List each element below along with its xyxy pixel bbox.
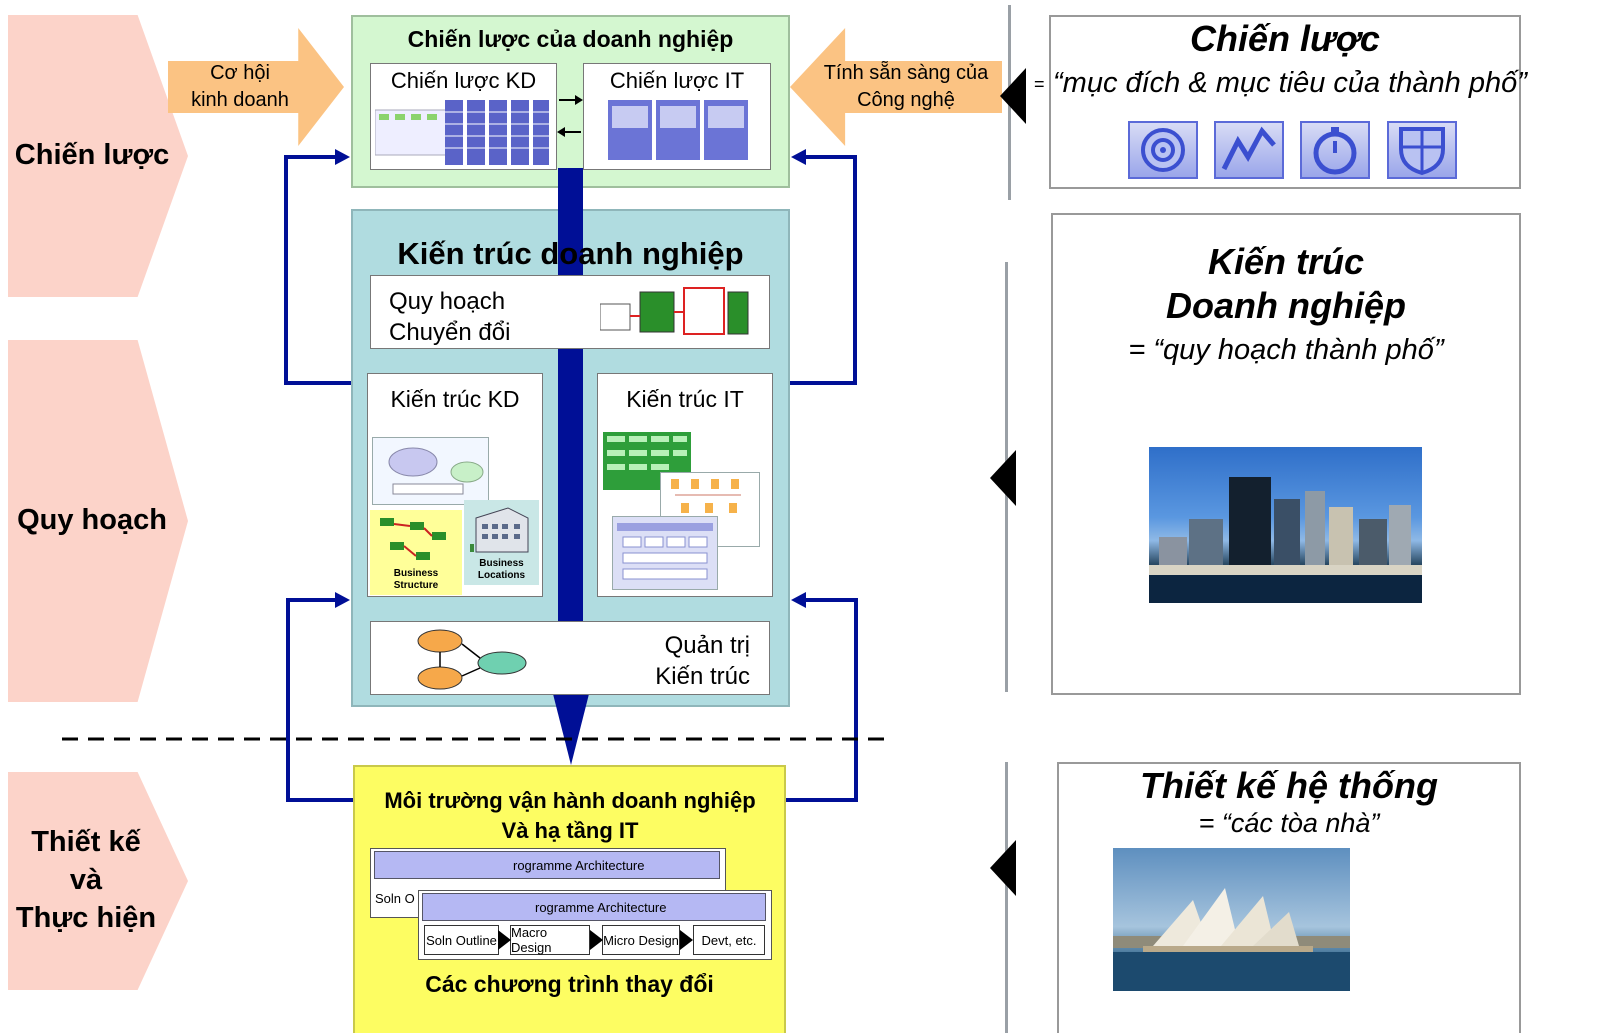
strategy-analogy-title: Chiến lược [1190,18,1380,59]
step-macro-design: Macro Design [510,925,590,955]
phase-design-label: Thiết kế và Thực hiện [16,824,156,937]
opera-house-image [1113,848,1350,991]
operating-environment-title: Môi trường vận hành doanh nghiệp Và hạ t… [340,786,800,846]
application-grid-icon [607,436,687,470]
programme-architecture-label-back: rogramme Architecture [513,858,645,873]
business-structure-caption: Business Structure [370,568,462,592]
business-strategy-label: Chiến lược KD [390,68,537,93]
business-opportunity-line2: kinh doanh [191,89,289,111]
ea-analogy-desc: = “quy hoạch thành phố” [1128,334,1444,366]
city-skyline-image [1149,447,1422,603]
business-locations-diagram [464,500,539,585]
operating-environment-line1: Môi trường vận hành doanh nghiệp [384,788,756,813]
enterprise-architecture-title: Kiến trúc doanh nghiệp [397,236,744,271]
step-chevrons [498,930,693,950]
step-devt: Devt, etc. [693,925,765,955]
technology-layers-icon [617,523,713,580]
infrastructure-icon [671,479,741,513]
central-flow-spine [558,168,583,698]
soln-outline-partial: Soln O [375,891,415,906]
ea-analogy-title: Kiến trúc Doanh nghiệp [1051,240,1521,328]
business-architecture-label: Kiến trúc KD [390,386,520,412]
separator-line-design [1005,762,1008,1033]
phase-planning-label: Quy hoạch [17,504,167,537]
central-flow-arrowhead [552,690,590,765]
transformation-roadmap-icon [600,287,749,335]
business-opportunity-label: Cơ hội kinh doanh [170,60,310,114]
change-programs-label: Các chương trình thay đổi [425,971,714,997]
ea-analogy-title-line2: Doanh nghiệp [1166,285,1406,326]
trend-icon [1214,121,1284,179]
business-structure-line2: Structure [393,580,439,591]
transformation-line1: Quy hoạch [389,288,506,315]
business-structure-diagram [370,510,462,595]
strategy-analogy-desc: “mục đích & mục tiêu của thành phố” [1053,67,1527,99]
ea-analogy-title-line1: Kiến trúc [1207,241,1365,282]
business-locations-line1: Business [479,558,524,569]
it-strategy-thumbnail [608,100,748,160]
building-icon [470,507,529,553]
business-strategy-thumbnail [374,100,550,165]
architecture-governance-label: Quản trị Kiến trúc [640,630,750,692]
strategy-pointer-icon [1000,68,1026,124]
governance-meeting-icon [417,629,527,690]
step-micro-design: Micro Design [602,925,680,955]
phase-design-line2: và [69,864,103,897]
org-structure-icon [380,518,446,560]
enterprise-strategy-title: Chiến lược của doanh nghiệp [407,26,734,52]
transformation-planning-label: Quy hoạch Chuyển đổi [389,286,510,348]
business-strategy-diagram-icon [374,100,549,165]
programme-architecture-row-back: rogramme Architecture [374,851,720,879]
strategy-alignment-arrows [557,95,583,137]
business-model-icon [388,447,484,495]
programme-architecture-row-front: rogramme Architecture [422,893,766,921]
ea-pointer-icon [990,450,1016,506]
design-pointer-icon [990,840,1016,896]
governance-line1: Quản trị [664,632,750,659]
phase-design-line1: Thiết kế [31,826,141,859]
programme-architecture-label-front: rogramme Architecture [535,900,667,915]
phase-strategy-label: Chiến lược [14,139,170,172]
operating-environment-line2: Và hạ tầng IT [501,818,639,843]
stopwatch-icon [1300,121,1370,179]
business-locations-caption: Business Locations [464,558,539,582]
governance-line2: Kiến trúc [655,663,750,690]
tech-readiness-line1: Tính sẵn sàng của [823,62,989,84]
business-structure-line1: Business [393,568,439,579]
business-locations-line2: Locations [477,570,526,581]
design-analogy-desc: = “các tòa nhà” [1198,808,1380,838]
it-strategy-diagram-icon [608,100,748,160]
design-analogy-title: Thiết kế hệ thống [1139,765,1438,806]
it-strategy-label: Chiến lược IT [609,68,745,93]
shield-icon [1387,121,1457,179]
strategy-analogy-eq: = [1034,74,1045,94]
tech-readiness-line2: Công nghệ [857,89,955,111]
business-architecture-diagram [372,437,489,505]
target-icon [1128,121,1198,179]
business-opportunity-line1: Cơ hội [210,62,270,84]
transformation-line2: Chuyển đổi [389,319,511,346]
it-architecture-label: Kiến trúc IT [626,386,744,412]
it-technology-diagram [612,516,718,590]
step-soln-outline: Soln Outline [424,925,499,955]
tech-readiness-label: Tính sẵn sàng của Công nghệ [808,60,1004,114]
phase-design-line3: Thực hiện [15,901,157,934]
